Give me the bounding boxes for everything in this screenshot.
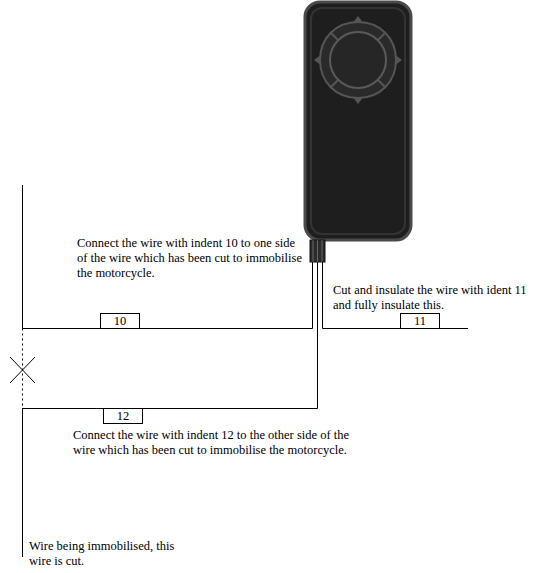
callout-number: 10 — [114, 315, 127, 328]
callout-number: 11 — [414, 315, 426, 328]
instruction-note: Connect the wire with indent 12 to the o… — [73, 428, 373, 458]
callout-number: 12 — [117, 410, 130, 423]
immobiliser-unit — [305, 2, 411, 262]
callout-box: 12 — [103, 408, 143, 424]
callout-box: 11 — [400, 313, 440, 329]
instruction-note: Cut and insulate the wire with ident 11 … — [333, 283, 537, 313]
instruction-note: Connect the wire with indent 10 to one s… — [77, 236, 303, 281]
wires — [10, 185, 468, 557]
callout-box: 10 — [100, 313, 140, 329]
instruction-note: Wire being immobilised, this wire is cut… — [29, 539, 199, 569]
